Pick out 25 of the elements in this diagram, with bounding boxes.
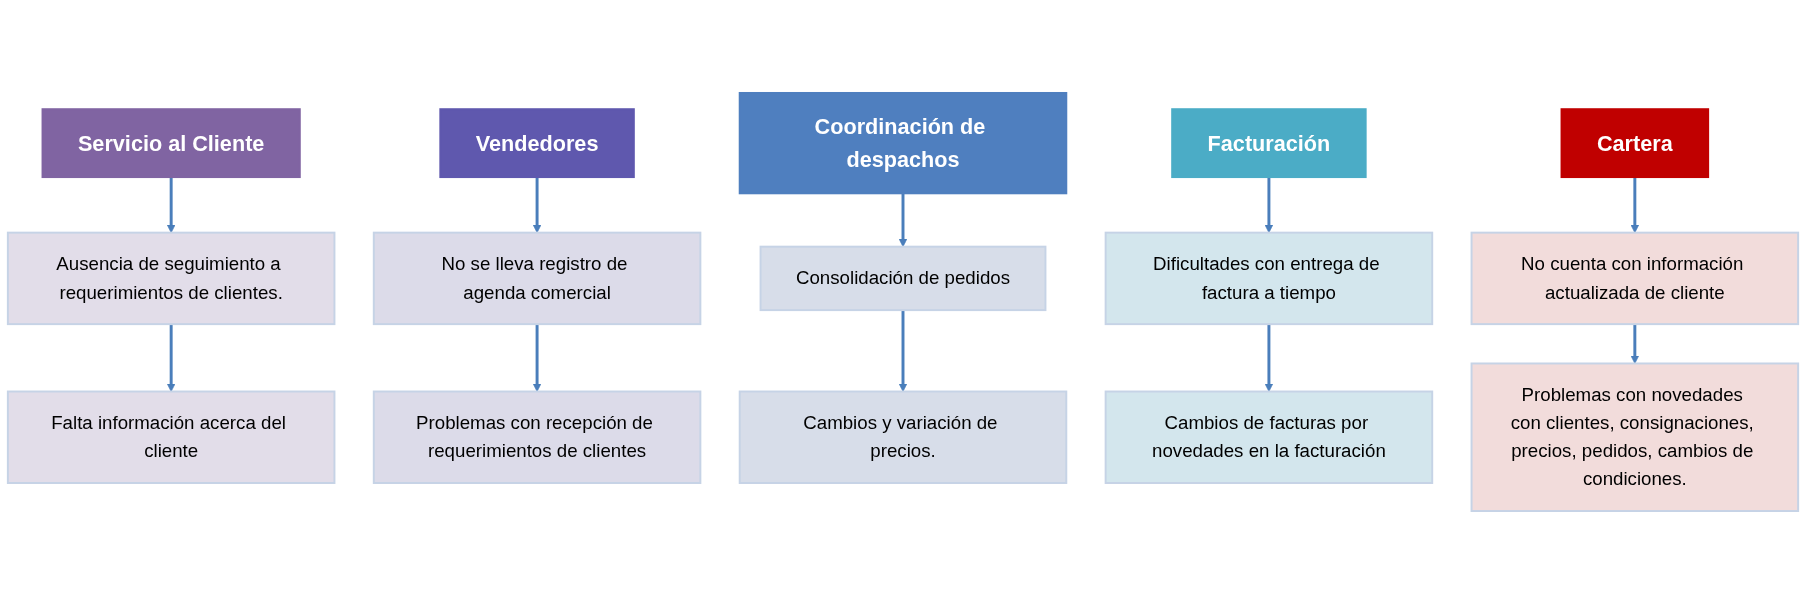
- arrow: [1630, 324, 1640, 364]
- node-box: Problemas con recepción de requerimientos de clientes: [372, 390, 702, 484]
- node-box: Problemas con novedades con clientes, consignaciones, precios, pedidos, cambios de condiciones.: [1470, 362, 1800, 512]
- node-box: Ausencia de seguimiento a requerimientos de clientes.: [6, 231, 336, 326]
- arrow: [532, 324, 542, 392]
- node-box: Vendedores: [439, 108, 635, 179]
- node-box: Facturación: [1171, 108, 1367, 179]
- arrow: [898, 193, 908, 248]
- node-box: No se lleva registro de agenda comercial: [372, 231, 702, 326]
- arrow: [1264, 324, 1274, 392]
- node-box: Dificultades con entrega de factura a tiempo: [1104, 231, 1434, 326]
- node-box: Cartera: [1560, 108, 1710, 179]
- arrow: [1264, 177, 1274, 234]
- node-box: Coordinación de despachos: [738, 92, 1068, 195]
- node-box: Cambios de facturas por novedades en la facturación: [1104, 390, 1434, 484]
- node-box: Servicio al Cliente: [41, 108, 301, 179]
- node-box: Cambios y variación de precios.: [738, 390, 1068, 484]
- arrow: [166, 324, 176, 392]
- arrow: [898, 310, 908, 392]
- node-box: No cuenta con información actualizada de cliente: [1470, 231, 1800, 326]
- node-box: Consolidación de pedidos: [759, 245, 1047, 312]
- arrow: [532, 177, 542, 234]
- node-box: Falta información acerca del cliente: [6, 390, 336, 484]
- arrow: [166, 177, 176, 234]
- arrow: [1630, 177, 1640, 234]
